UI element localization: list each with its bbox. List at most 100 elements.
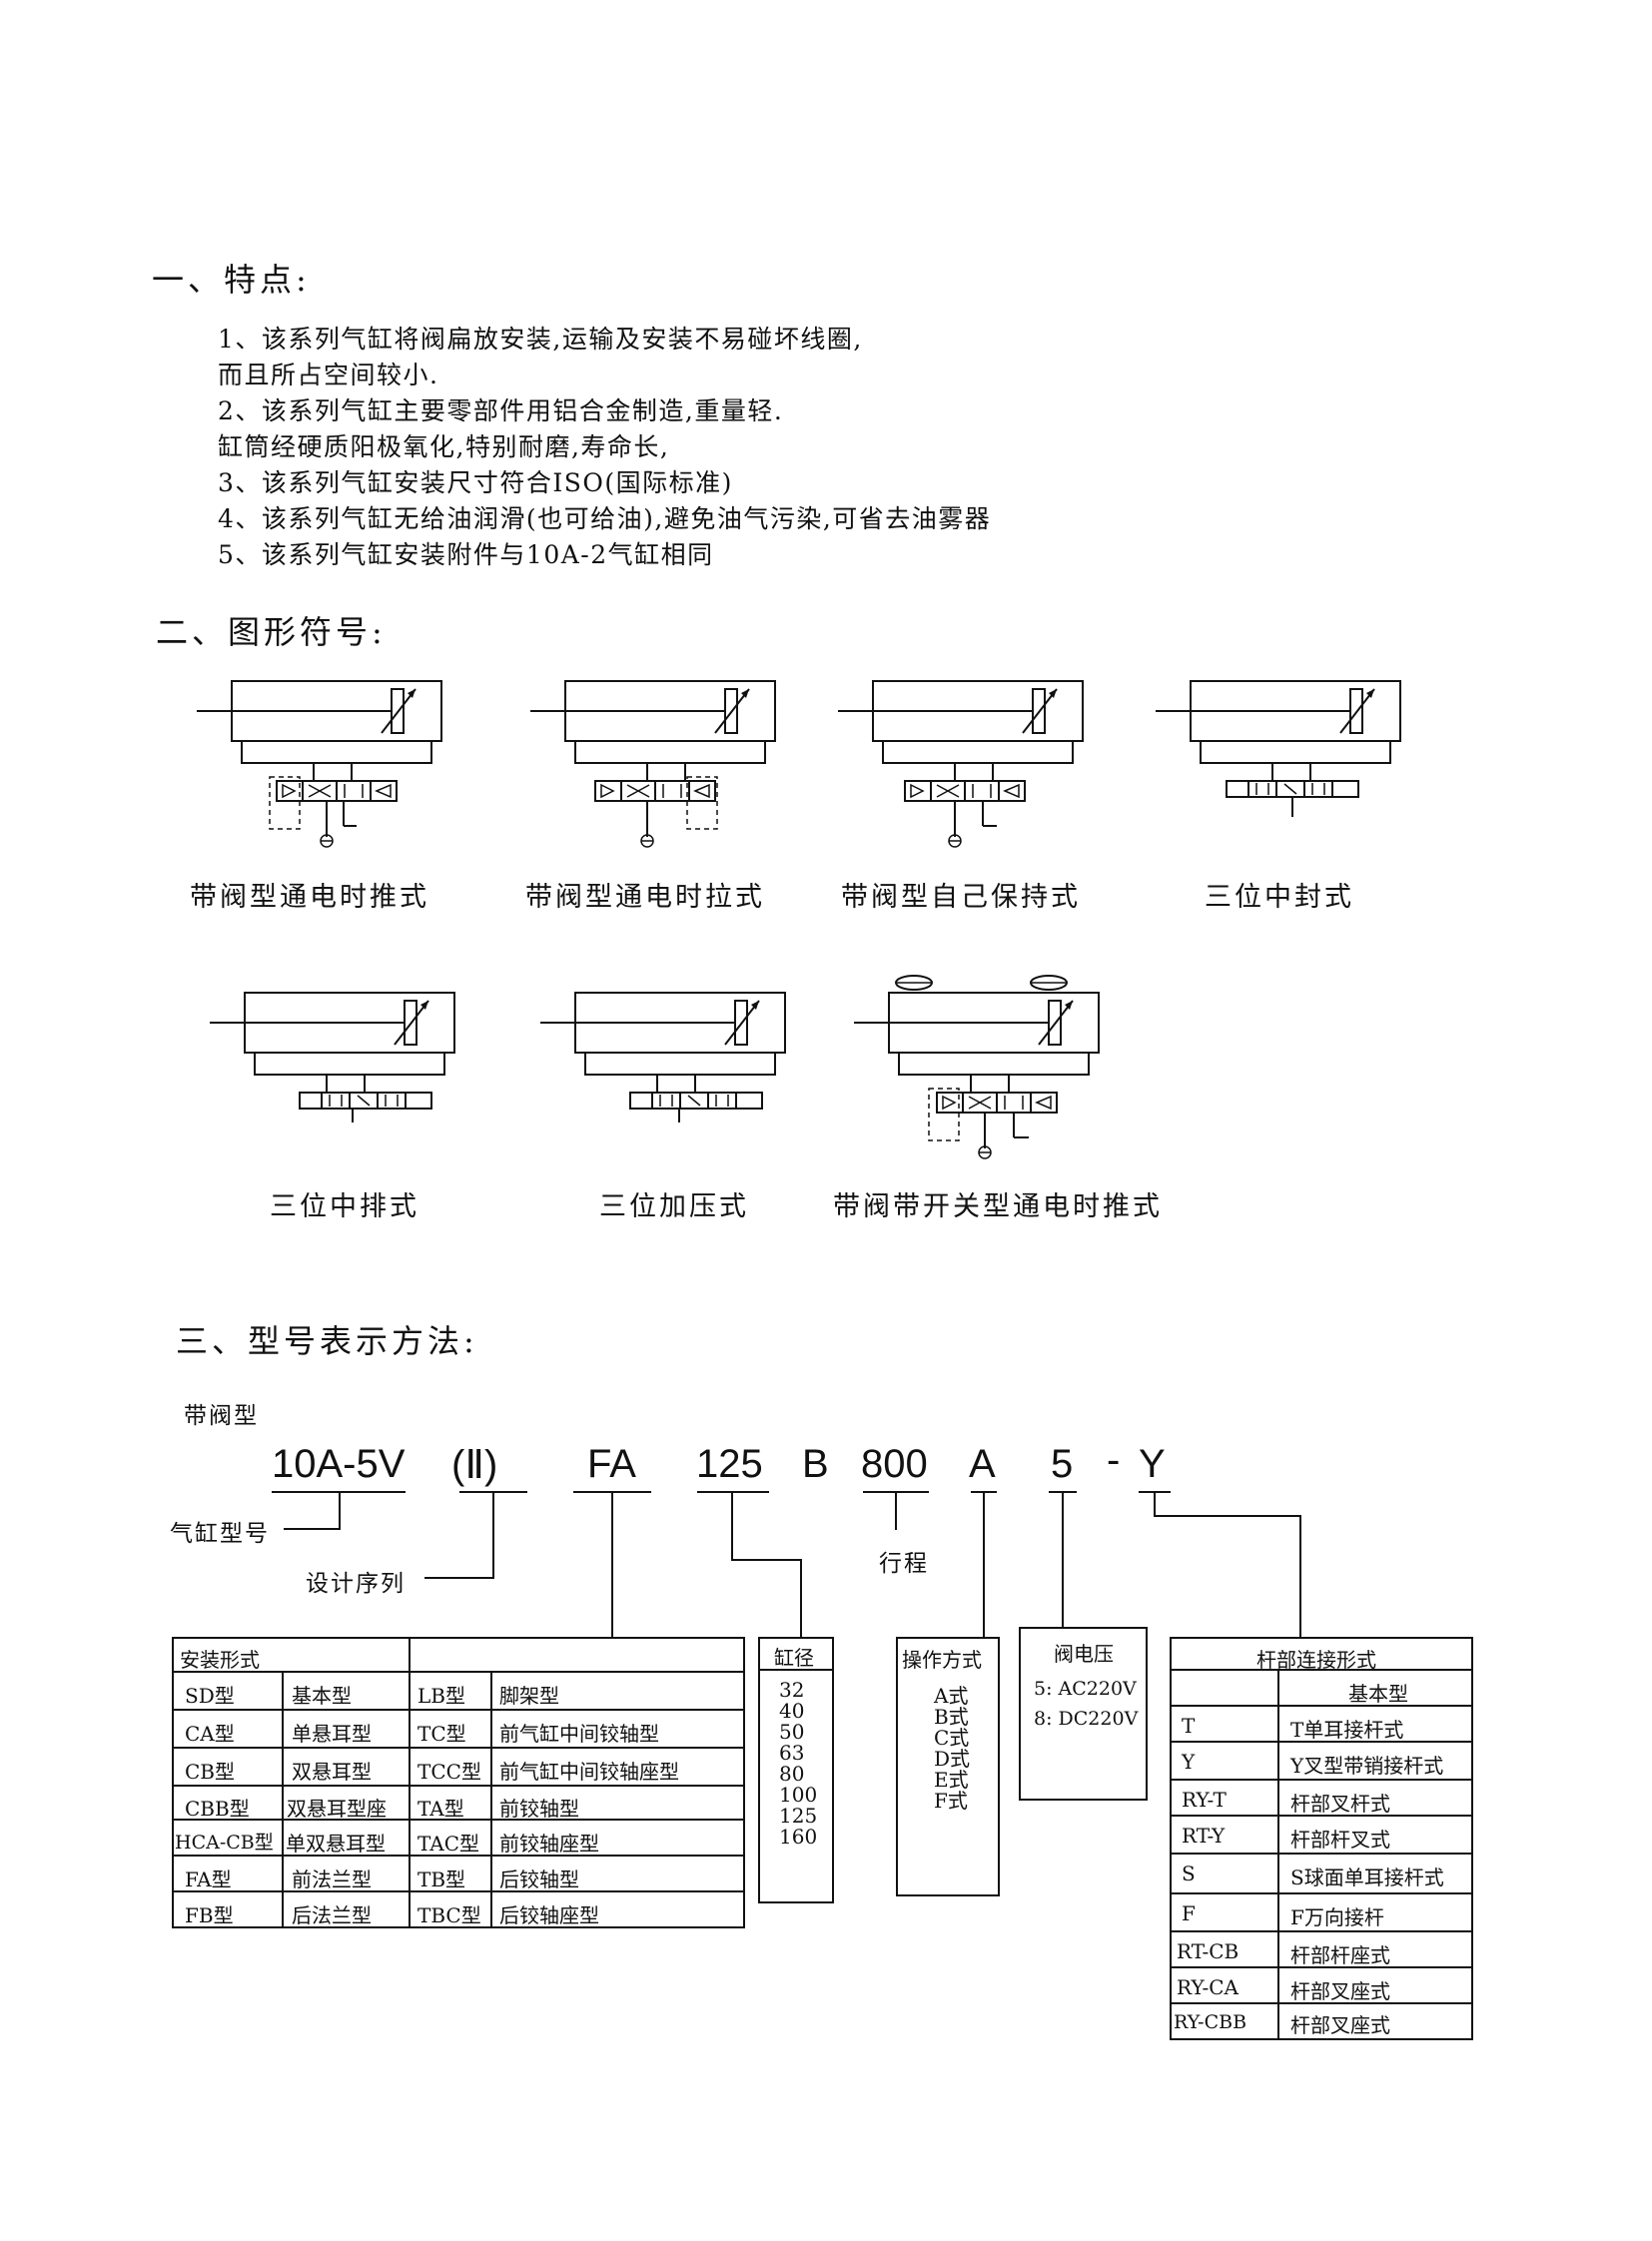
label-design-series: 设计序列 — [306, 1571, 406, 1597]
mount-cell: 双悬耳型座 — [287, 1797, 387, 1821]
rod-cell: 杆部杆座式 — [1290, 1943, 1390, 1967]
mount-cell: TB型 — [417, 1868, 466, 1891]
mount-cell: SD型 — [185, 1684, 235, 1708]
code-part: 800 — [861, 1442, 928, 1486]
operation-value: A式 — [934, 1684, 969, 1708]
symbol-caption: 带阀型通电时推式 — [190, 882, 429, 913]
bore-value: 100 — [779, 1783, 818, 1807]
symbol-caption: 三位中封式 — [1205, 882, 1354, 913]
symbol-caption: 三位中排式 — [270, 1191, 419, 1222]
rod-cell: 杆部叉座式 — [1290, 1979, 1390, 2003]
rod-cell: 基本型 — [1348, 1682, 1408, 1706]
symbol-caption: 三位加压式 — [599, 1191, 749, 1222]
mount-cell: FA型 — [185, 1868, 232, 1891]
mount-cell: 后铰轴座型 — [499, 1903, 599, 1927]
mount-cell: LB型 — [417, 1684, 465, 1708]
mount-cell: 后法兰型 — [292, 1903, 372, 1927]
bore-value: 32 — [779, 1678, 805, 1702]
mount-cell: 前气缸中间铰轴型 — [499, 1722, 659, 1746]
label-cylinder-model: 气缸型号 — [170, 1521, 270, 1547]
mount-cell: 前法兰型 — [292, 1868, 372, 1891]
mount-cell: 脚架型 — [499, 1684, 559, 1708]
feature-line: 5、该系列气缸安装附件与10A-2气缸相同 — [218, 540, 714, 569]
bore-value: 63 — [779, 1741, 805, 1765]
rod-cell: 杆部叉杆式 — [1290, 1792, 1390, 1816]
bore-value: 50 — [779, 1720, 805, 1744]
rod-cell: RY-CBB — [1174, 2011, 1247, 2033]
label-stroke: 行程 — [879, 1551, 929, 1577]
feature-line: 3、该系列气缸安装尺寸符合ISO(国际标准) — [218, 468, 733, 497]
rod-cell: S球面单耳接杆式 — [1290, 1866, 1444, 1889]
code-part: - — [1107, 1438, 1121, 1482]
rod-cell: RY-CA — [1177, 1975, 1239, 1999]
symbol-caption: 带阀带开关型通电时推式 — [833, 1191, 1163, 1222]
mount-header: 安装形式 — [180, 1648, 260, 1672]
rod-cell: Y — [1182, 1750, 1196, 1774]
rod-cell: RT-CB — [1177, 1939, 1239, 1963]
feature-line: 1、该系列气缸将阀扁放安装,运输及安装不易碰坏线圈, — [218, 325, 863, 354]
rod-cell: T单耳接杆式 — [1290, 1718, 1404, 1742]
operation-value: C式 — [934, 1726, 970, 1750]
section3-title: 三、型号表示方法: — [176, 1322, 478, 1360]
bore-value: 40 — [779, 1699, 805, 1723]
rod-cell: S — [1182, 1862, 1196, 1885]
mount-cell: TBC型 — [417, 1903, 481, 1927]
symbol-caption: 带阀型通电时拉式 — [525, 882, 765, 913]
code-part: 10A-5V — [272, 1442, 406, 1486]
rod-cell: 杆部杆叉式 — [1290, 1828, 1390, 1852]
rod-cell: RY-T — [1182, 1788, 1227, 1812]
operation-header: 操作方式 — [902, 1648, 982, 1672]
operation-value: E式 — [934, 1768, 969, 1792]
code-part: A — [969, 1442, 996, 1486]
subtitle: 带阀型 — [184, 1403, 259, 1429]
mount-cell: HCA-CB型 — [175, 1832, 274, 1854]
bore-value: 125 — [779, 1804, 818, 1828]
mount-cell: 前铰轴座型 — [499, 1832, 599, 1856]
mount-cell: CB型 — [185, 1760, 235, 1784]
mount-cell: TCC型 — [417, 1760, 481, 1784]
rod-cell: 杆部叉座式 — [1290, 2013, 1390, 2037]
mount-cell: 前铰轴型 — [499, 1797, 579, 1821]
voltage-value: 8: DC220V — [1034, 1708, 1139, 1730]
mount-cell: TAC型 — [417, 1832, 479, 1856]
code-part: (Ⅱ) — [451, 1443, 498, 1487]
operation-value: D式 — [934, 1747, 971, 1771]
code-part: 125 — [696, 1442, 763, 1486]
mount-cell: 双悬耳型 — [292, 1760, 372, 1784]
bore-value: 80 — [779, 1762, 805, 1786]
feature-line: 4、该系列气缸无给油润滑(也可给油),避免油气污染,可省去油雾器 — [218, 504, 992, 533]
feature-line: 而且所占空间较小. — [218, 361, 439, 389]
rod-cell: T — [1182, 1714, 1196, 1738]
code-part: FA — [587, 1442, 636, 1486]
rod-cell: RT-Y — [1182, 1824, 1226, 1848]
code-part: B — [802, 1442, 829, 1486]
code-part: 5 — [1051, 1442, 1074, 1486]
rod-cell: F — [1182, 1901, 1196, 1925]
mount-cell: FB型 — [185, 1903, 234, 1927]
mount-cell: 前气缸中间铰轴座型 — [499, 1760, 679, 1784]
feature-line: 缸筒经硬质阳极氧化,特别耐磨,寿命长, — [218, 432, 670, 461]
operation-value: B式 — [934, 1705, 969, 1729]
symbol-caption: 带阀型自己保持式 — [841, 882, 1081, 913]
voltage-header: 阀电压 — [1054, 1642, 1114, 1666]
mount-cell: TC型 — [417, 1722, 466, 1746]
rod-cell: F万向接杆 — [1290, 1905, 1384, 1929]
code-part: Y — [1139, 1442, 1166, 1486]
rod-header: 杆部连接形式 — [1256, 1648, 1376, 1672]
rod-cell: Y叉型带销接杆式 — [1290, 1754, 1444, 1778]
section1-title: 一、特点: — [152, 261, 311, 299]
mount-cell: 后铰轴型 — [499, 1868, 579, 1891]
bore-header: 缸径 — [774, 1646, 814, 1670]
mount-cell: CBB型 — [185, 1797, 250, 1821]
mount-cell: 基本型 — [292, 1684, 352, 1708]
mount-cell: 单悬耳型 — [292, 1722, 372, 1746]
mount-cell: TA型 — [417, 1797, 464, 1821]
feature-line: 2、该系列气缸主要零部件用铝合金制造,重量轻. — [218, 396, 784, 425]
mount-cell: 单双悬耳型 — [286, 1832, 386, 1856]
section2-title: 二、图形符号: — [156, 613, 387, 651]
operation-value: F式 — [934, 1789, 968, 1813]
bore-value: 160 — [779, 1825, 818, 1849]
mount-cell: CA型 — [185, 1722, 235, 1746]
voltage-value: 5: AC220V — [1034, 1678, 1137, 1700]
